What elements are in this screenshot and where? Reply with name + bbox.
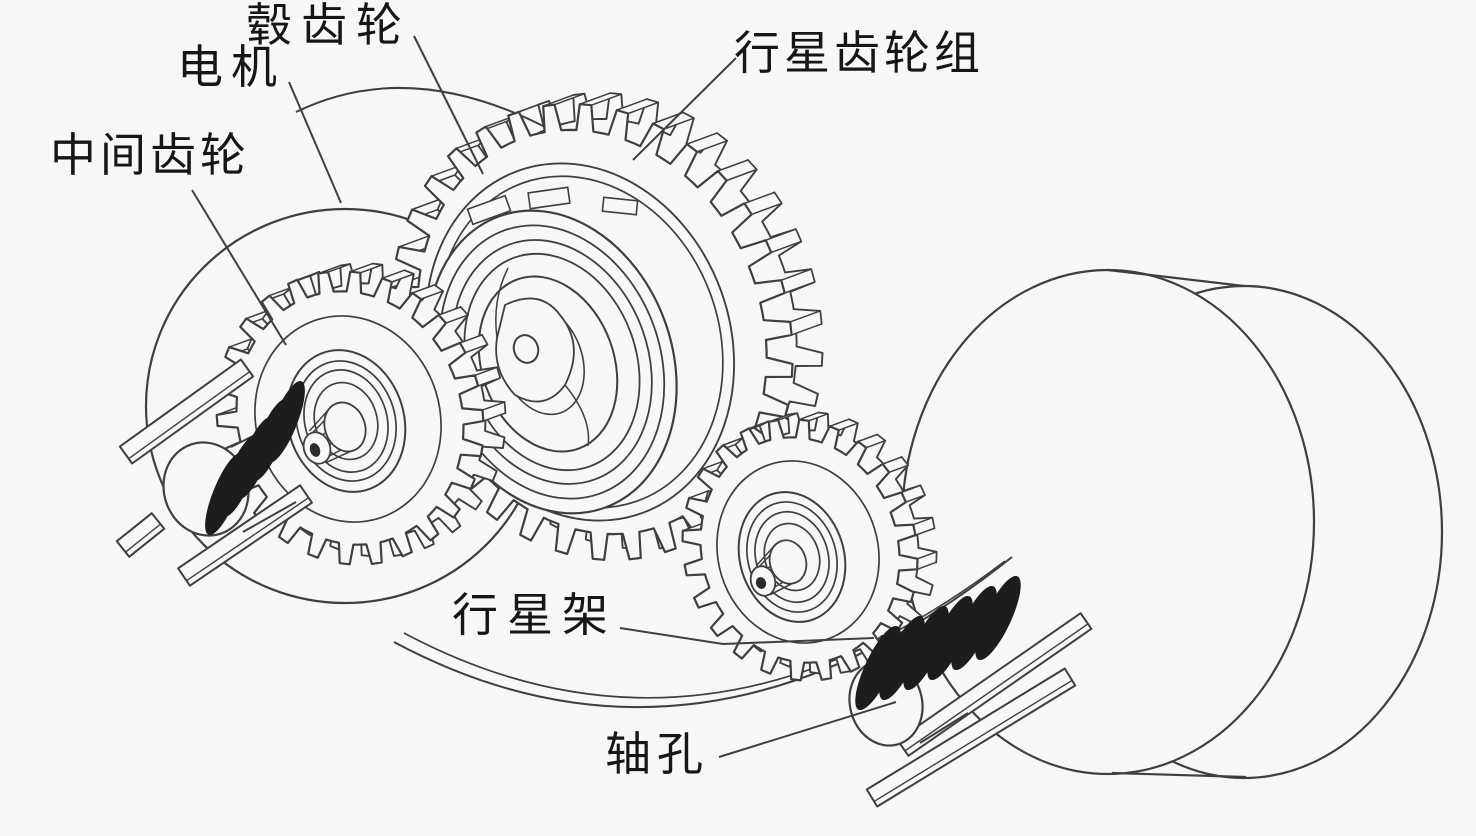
intermediate-bearing-inner <box>303 368 389 474</box>
leader-intermediate-gear <box>191 189 287 346</box>
carrier-bar-right-upper <box>896 612 1093 757</box>
label-shaft-hole: 轴孔 <box>605 729 709 780</box>
output-hub-body <box>768 539 808 585</box>
sun-worm-right-blade <box>879 615 925 701</box>
intermediate-hub-hole <box>309 443 321 457</box>
leader-shaft-hole <box>718 701 897 758</box>
label-hub-gear: 毂齿轮 <box>246 0 411 51</box>
shaft-left-bottom-edge <box>242 501 297 533</box>
label-planet-carrier: 行星架 <box>452 590 617 641</box>
leader-hub-gear <box>413 35 484 175</box>
output-hub-rib <box>769 582 793 596</box>
carrier-bar-left-lower <box>177 484 313 587</box>
output-hub-rib <box>755 545 775 567</box>
hub-center-hole <box>512 334 540 364</box>
carrier-bar-left-upper <box>118 358 255 465</box>
sun-worm-right-blade <box>903 605 949 691</box>
carrier-bar-left-lower-edge <box>186 497 309 582</box>
intermediate-hub-body <box>323 401 367 453</box>
hub-drum-top-edge <box>1107 268 1245 288</box>
sun-worm-right-blade <box>927 595 973 681</box>
carrier-bar-right-upper-edge <box>904 623 1089 752</box>
shaft-right-bottom-edge <box>919 712 969 744</box>
hub-drum-bottom-edge <box>1111 771 1247 779</box>
carrier-bar-left-upper-edge <box>128 371 251 460</box>
carrier-bar-left-stub-edge <box>125 523 161 553</box>
output-hub-hole <box>755 577 767 589</box>
carrier-bar-right-lower <box>865 667 1077 808</box>
carrier-block-1 <box>466 194 512 226</box>
sun-worm-right-blade <box>855 625 901 711</box>
sun-worm-left-blade <box>265 380 305 464</box>
label-motor: 电机 <box>177 42 285 93</box>
label-intermediate-gear: 中间齿轮 <box>50 130 250 181</box>
hub-spoke-lower <box>564 384 590 447</box>
intermediate-bearing-ring-2 <box>295 360 397 482</box>
hub-spoke-upper <box>495 267 509 339</box>
sun-worm-right-blade <box>951 585 997 671</box>
carrier-block-2 <box>527 186 571 210</box>
carrier-bar-left-stub <box>115 512 166 558</box>
leader-planet-carrier <box>619 627 875 646</box>
carrier-bar-right-lower-edge <box>873 679 1073 803</box>
label-planetary-gear-set: 行星齿轮组 <box>734 28 984 79</box>
output-bearing-ring-2 <box>745 501 839 613</box>
leader-motor <box>288 81 342 204</box>
carrier-block-3 <box>601 196 639 216</box>
sun-worm-right-blade <box>975 575 1021 661</box>
leader-planetary-gear-set <box>632 57 737 161</box>
intermediate-hub-rib <box>326 450 352 464</box>
intermediate-hub-rib <box>308 409 329 432</box>
